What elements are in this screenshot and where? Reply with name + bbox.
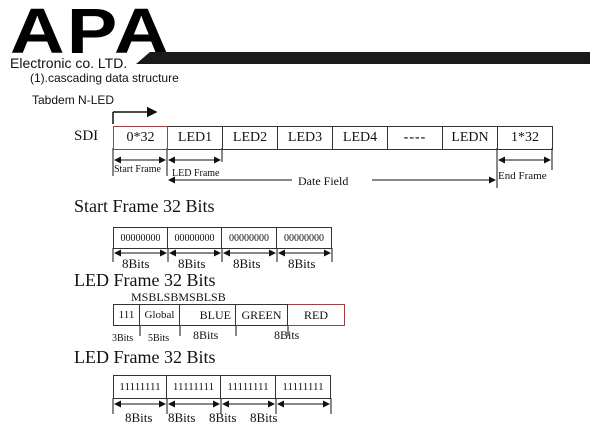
bits-label-blue: 8Bits: [193, 328, 219, 342]
led-frame-byte: 11111111: [221, 375, 276, 399]
sdi-cell-led1: LED1: [168, 126, 223, 150]
bits-label-green: 8Bits: [274, 328, 300, 342]
led-frame-byte: 11111111: [167, 375, 221, 399]
header-band: [150, 52, 590, 64]
led-frame-title: LED Frame 32 Bits: [74, 347, 216, 367]
tandem-label: Tabdem N-LED: [32, 93, 115, 107]
start-frame-byte: 00000000: [168, 227, 222, 249]
led-frame-title: LED Frame 32 Bits: [74, 270, 216, 290]
led-global-brightness: Global: [140, 304, 180, 326]
led-bits-label: 8Bits: [250, 410, 278, 425]
start-frame-label: Start Frame: [114, 164, 161, 175]
start-frame-byte: 00000000: [277, 227, 332, 249]
data-field-label: Date Field: [298, 174, 349, 188]
end-frame-label: End Frame: [498, 170, 547, 182]
company-name: Electronic co. LTD.: [10, 55, 128, 71]
section-title: (1).cascading data structure: [30, 71, 179, 85]
bits-label-3: 3Bits: [112, 333, 134, 344]
sdi-cell-ellipsis: ----: [388, 126, 443, 150]
led-blue-byte: BLUE: [180, 304, 236, 326]
header-band-edge: [136, 52, 150, 64]
start-bits-label: 8Bits: [178, 256, 206, 271]
msb-lsb-label: MSBLSBMSBLSB: [131, 290, 226, 304]
sdi-cell-led4: LED4: [333, 126, 388, 150]
led-bits-label: 8Bits: [168, 410, 196, 425]
led-header-bits: 111: [113, 304, 140, 326]
led-frame-byte: 11111111: [276, 375, 331, 399]
start-bits-label: 8Bits: [122, 256, 150, 271]
sdi-cell-led3: LED3: [278, 126, 333, 150]
led-bits-label: 8Bits: [125, 410, 153, 425]
sdi-cell-end: 1*32: [498, 126, 553, 150]
start-bits-label: 8Bits: [233, 256, 261, 271]
sdi-cell-ledn: LEDN: [443, 126, 498, 150]
sdi-cell-led2: LED2: [223, 126, 278, 150]
start-bits-label: 8Bits: [288, 256, 316, 271]
led-frame-byte: 11111111: [113, 375, 167, 399]
led-green-byte: GREEN: [236, 304, 288, 326]
sdi-cell-start: 0*32: [113, 126, 168, 150]
start-frame-title: Start Frame 32 Bits: [74, 196, 215, 216]
bits-label-5: 5Bits: [148, 333, 170, 344]
start-frame-byte: 00000000: [113, 227, 168, 249]
led-red-byte: RED: [288, 304, 345, 326]
led-bits-label: 8Bits: [209, 410, 237, 425]
sdi-label: SDI: [74, 128, 99, 144]
led-frame-label: LED Frame: [172, 168, 220, 179]
start-frame-byte: 00000000: [222, 227, 277, 249]
